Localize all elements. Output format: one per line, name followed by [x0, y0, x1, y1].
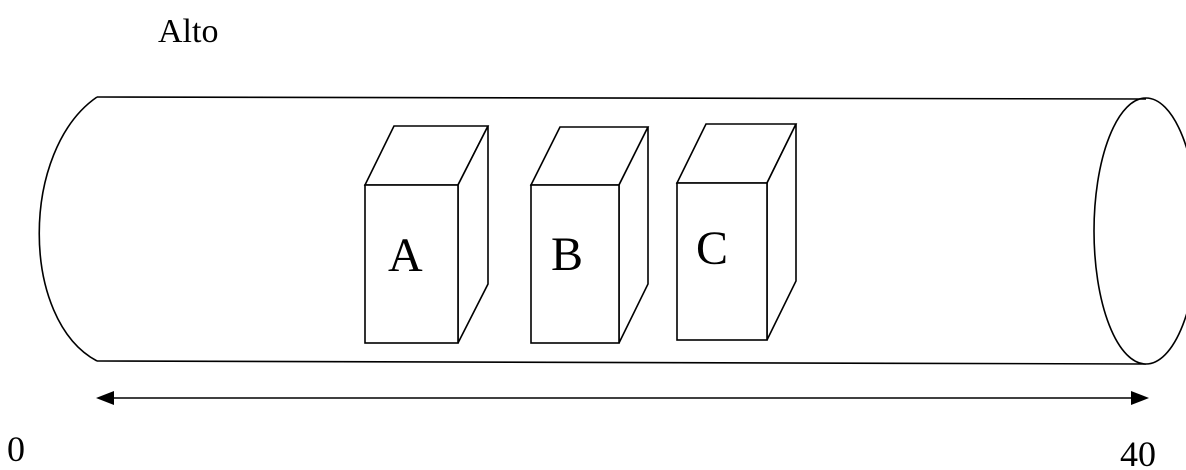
box-c: C: [675, 123, 798, 341]
cylinder-top-edge: [96, 96, 1147, 100]
box-b-label: B: [551, 228, 583, 281]
length-arrow-right-head: [1131, 391, 1149, 405]
box-a-front: [364, 184, 459, 344]
axis-start-label: 0: [7, 429, 25, 469]
box-b: B: [529, 126, 650, 344]
length-arrow-left-head: [96, 391, 114, 405]
cylinder-left-end: [38, 96, 98, 362]
diagram-title: Alto: [158, 13, 218, 50]
cylinder-bottom-edge: [96, 360, 1147, 365]
box-a-label: A: [388, 229, 423, 282]
box-c-label: C: [696, 222, 728, 275]
box-c-front: [676, 182, 768, 341]
axis-end-label: 40: [1120, 434, 1156, 470]
cylinder: [38, 96, 1186, 365]
length-arrow: [96, 391, 1149, 405]
box-b-front: [530, 184, 620, 344]
cylinder-right-end: [1093, 97, 1186, 365]
box-a: A: [363, 125, 490, 344]
